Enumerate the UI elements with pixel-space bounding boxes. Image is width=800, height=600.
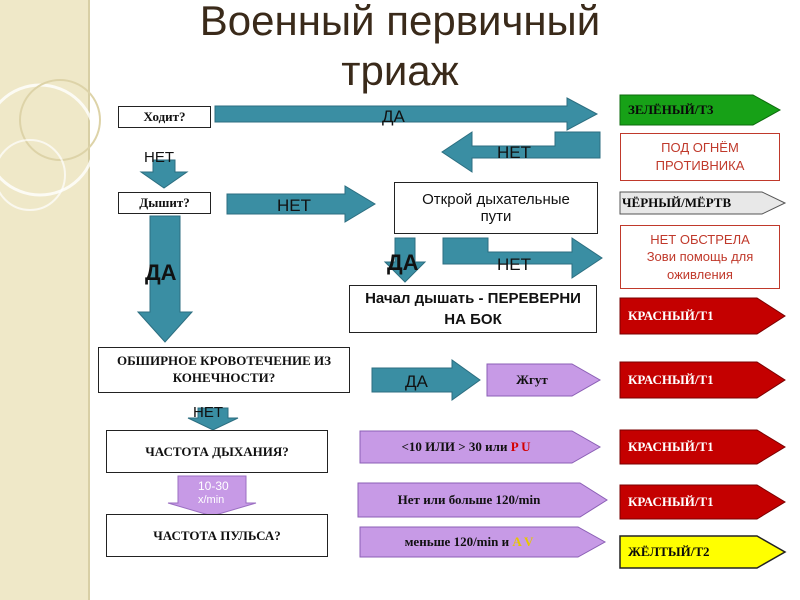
tag-red-1-label: КРАСНЫЙ/Т1 (628, 308, 714, 323)
tag-black (619, 191, 787, 215)
tag-yellow-label: ЖЁЛТЫЙ/Т2 (628, 544, 710, 559)
arrow-airway-yes (383, 237, 427, 283)
background-strip-edge (88, 0, 90, 600)
label-breathes-yes: ДА (145, 260, 177, 285)
condition-hr-high-label: Нет или больше 120/min (397, 492, 541, 507)
note-no-fire-line-2: Зови помощь для (646, 249, 754, 265)
arrow-breathes-no (226, 185, 376, 223)
arrow-breathes-yes (136, 215, 194, 343)
condition-arrow-resp-rate (359, 430, 602, 464)
decorative-circles (0, 79, 101, 211)
question-walks: Ходит? (118, 106, 211, 128)
tag-yellow (619, 535, 787, 569)
condition-tourniquet-text: Жгут (487, 364, 577, 396)
condition-hr-low-label: меньше 120/min и (404, 534, 510, 549)
question-breathes: Дышит? (118, 192, 211, 214)
arrow-bleeding-no (187, 407, 239, 431)
question-open-airway: Открой дыхательные пути (394, 182, 598, 234)
condition-arrow-tourniquet (486, 363, 602, 397)
arrow-rate-normal (167, 475, 257, 517)
page-title-line-2: триаж (341, 47, 459, 94)
condition-arrow-hr-low (359, 526, 607, 558)
tag-red-3-label: КРАСНЫЙ/Т1 (628, 439, 714, 454)
tag-black-label: ЧЁРНЫЙ/МЁРТВ (622, 195, 732, 210)
note-under-fire-line-2: ПРОТИВНИКА (655, 158, 745, 173)
condition-hr-low-text: меньше 120/min и A V (360, 527, 578, 557)
condition-tourniquet-label: Жгут (516, 372, 548, 387)
condition-resp-rate-text: <10 ИЛИ > 30 или P U (360, 431, 572, 463)
label-breathes-no: НЕТ (277, 196, 311, 215)
condition-hr-low-av: A V (512, 534, 534, 549)
label-airway-no: НЕТ (497, 255, 531, 274)
arrow-back-no (441, 131, 601, 173)
arrow-bleeding-yes (371, 359, 481, 401)
note-no-fire: НЕТ ОБСТРЕЛА Зови помощь для оживления (620, 225, 780, 289)
note-under-fire: ПОД ОГНЁМ ПРОТИВНИКА (620, 133, 780, 181)
condition-arrow-hr-high (357, 482, 608, 518)
condition-resp-rate-label: <10 ИЛИ > 30 или (401, 439, 508, 454)
note-under-fire-line-1: ПОД ОГНЁМ (661, 140, 739, 156)
question-pulse-rate: ЧАСТОТА ПУЛЬСА? (106, 514, 328, 557)
condition-hr-high-text: Нет или больше 120/min (358, 483, 580, 517)
tag-red-4-label: КРАСНЫЙ/Т1 (628, 494, 714, 509)
tag-red-2-label: КРАСНЫЙ/Т1 (628, 372, 714, 387)
tag-red-1 (619, 297, 786, 335)
tag-red-3 (619, 429, 786, 465)
tag-green-label: ЗЕЛЁНЫЙ/Т3 (628, 102, 714, 117)
label-walks-yes: ДА (382, 107, 405, 126)
arrow-walks-yes (214, 97, 599, 131)
tag-red-4 (619, 484, 786, 520)
note-no-fire-line-1: НЕТ ОБСТРЕЛА (650, 231, 750, 247)
label-bleeding-yes: ДА (405, 372, 428, 391)
arrow-airway-no (442, 237, 603, 279)
background-strip (0, 0, 90, 600)
label-rate-normal-unit: x/min (198, 494, 225, 506)
label-walks-no: НЕТ (144, 149, 174, 166)
question-started-breathing: Начал дышать - ПЕРЕВЕРНИ НА БОК (349, 285, 597, 333)
label-rate-normal: 10-30 (198, 479, 229, 493)
question-bleeding: ОБШИРНОЕ КРОВОТЕЧЕНИЕ ИЗ КОНЕЧНОСТИ? (98, 347, 350, 393)
arrow-walks-no (139, 159, 189, 189)
label-airway-yes: ДА (387, 250, 419, 275)
tag-red-2 (619, 361, 786, 399)
question-resp-rate: ЧАСТОТА ДЫХАНИЯ? (106, 430, 328, 473)
page-title-line-1: Военный первичный (199, 0, 601, 44)
condition-resp-rate-pu: P U (510, 439, 531, 454)
tag-green (619, 94, 782, 126)
label-bleeding-no: НЕТ (193, 404, 223, 421)
label-back-no: НЕТ (497, 143, 531, 162)
note-no-fire-line-3: оживления (667, 266, 733, 282)
